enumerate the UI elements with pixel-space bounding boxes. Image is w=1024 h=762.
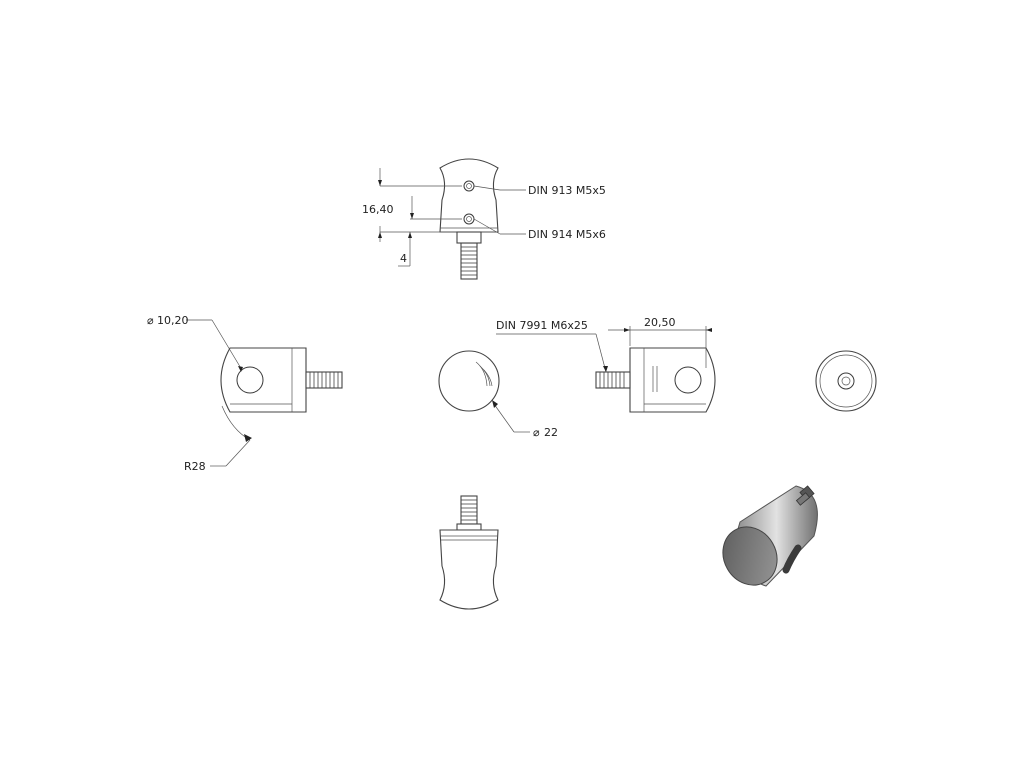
label-22: 22 [544, 426, 558, 439]
bottom-view-thread [460, 495, 478, 525]
label-din-7991: DIN 7991 M6x25 [496, 319, 588, 332]
right-view-body [629, 347, 716, 413]
rear-view [815, 350, 877, 412]
front-view: ⌀ 22 [438, 350, 558, 439]
label-4: 4 [400, 252, 407, 265]
top-view: DIN 913 M5x5 DIN 914 M5x6 16,40 4 [362, 158, 606, 280]
top-view-body [439, 158, 499, 233]
left-side-view: ⌀ 10,20 R28 [147, 314, 343, 473]
bottom-view-body [439, 529, 499, 610]
label-din-913: DIN 913 M5x5 [528, 184, 606, 197]
isometric-view [722, 485, 818, 587]
front-view-circle [438, 350, 500, 412]
top-view-thread [460, 242, 478, 280]
rear-view-outer-circle [815, 350, 877, 412]
left-view-thread [309, 372, 339, 388]
symbol-diameter-1: ⌀ [147, 314, 154, 327]
label-10-20: 10,20 [157, 314, 189, 327]
symbol-diameter-2: ⌀ [533, 426, 540, 439]
cross-hole-left [236, 366, 264, 394]
right-side-view: DIN 7991 M6x25 20,50 [496, 316, 716, 413]
isometric-end-cap [722, 526, 778, 586]
rear-view-bolt [837, 372, 855, 390]
label-20-50: 20,50 [644, 316, 676, 329]
cross-hole-right [674, 366, 702, 394]
right-view-thread [599, 372, 625, 388]
label-din-914: DIN 914 M5x6 [528, 228, 606, 241]
label-r28: R28 [184, 460, 206, 473]
left-view-body [220, 347, 307, 413]
bottom-view [439, 495, 499, 610]
label-16-40: 16,40 [362, 203, 394, 216]
